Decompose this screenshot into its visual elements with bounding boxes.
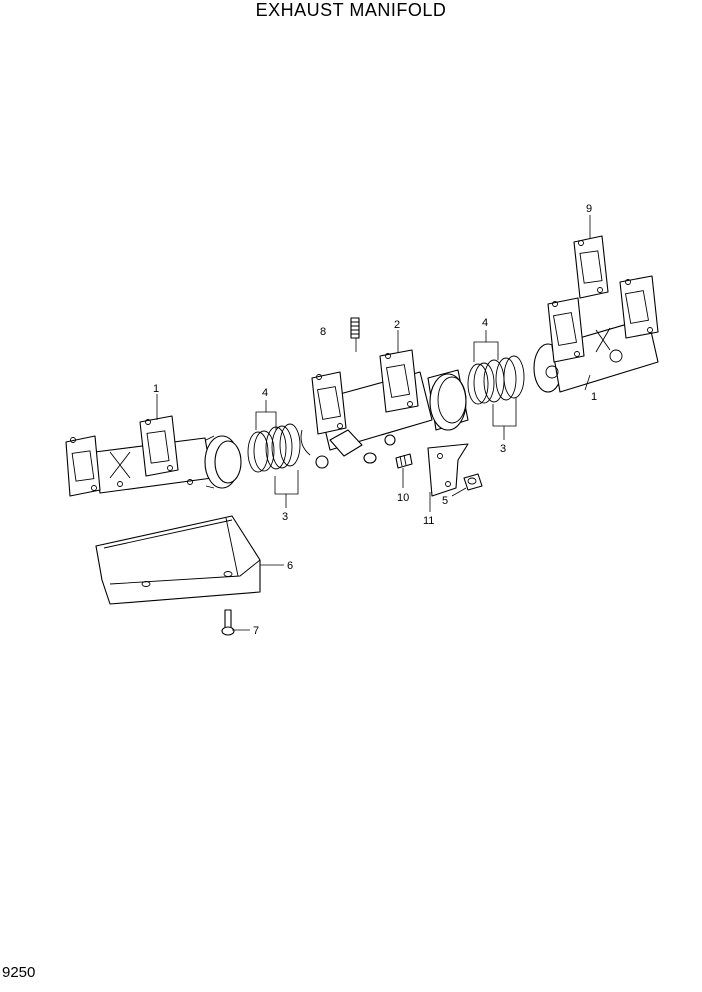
stud-part-10 xyxy=(395,453,413,469)
stud-part-8 xyxy=(350,317,360,339)
callout-part-11: 11 xyxy=(423,515,434,527)
bolt-part-7 xyxy=(221,609,235,636)
page-number: 9250 xyxy=(2,964,36,981)
right-manifold-section xyxy=(533,275,659,393)
callout-part-6: 6 xyxy=(287,560,293,572)
callout-part-4-left: 4 xyxy=(262,387,268,399)
callout-part-3-right: 3 xyxy=(500,443,506,455)
callout-part-2: 2 xyxy=(394,319,400,331)
leader-lines xyxy=(156,215,591,631)
callout-part-10: 10 xyxy=(397,492,409,504)
callout-part-1-left: 1 xyxy=(153,383,159,395)
callout-part-4-right: 4 xyxy=(482,317,488,329)
callout-part-9: 9 xyxy=(586,203,592,215)
callout-part-3-left: 3 xyxy=(282,511,288,523)
gasket-part-9 xyxy=(573,235,609,299)
center-manifold-section xyxy=(300,349,469,469)
bracket-part-11 xyxy=(427,443,469,497)
callout-part-7: 7 xyxy=(253,625,259,637)
page-title: EXHAUST MANIFOLD xyxy=(255,0,447,20)
callout-part-1-right: 1 xyxy=(591,391,597,403)
nut-part-5 xyxy=(463,473,483,491)
right-seal-rings xyxy=(467,355,525,405)
left-manifold-section xyxy=(65,415,242,497)
callout-part-8: 8 xyxy=(320,326,326,338)
heat-shield-part-6 xyxy=(95,515,261,605)
callout-part-5: 5 xyxy=(442,495,448,507)
left-seal-rings xyxy=(247,423,301,473)
